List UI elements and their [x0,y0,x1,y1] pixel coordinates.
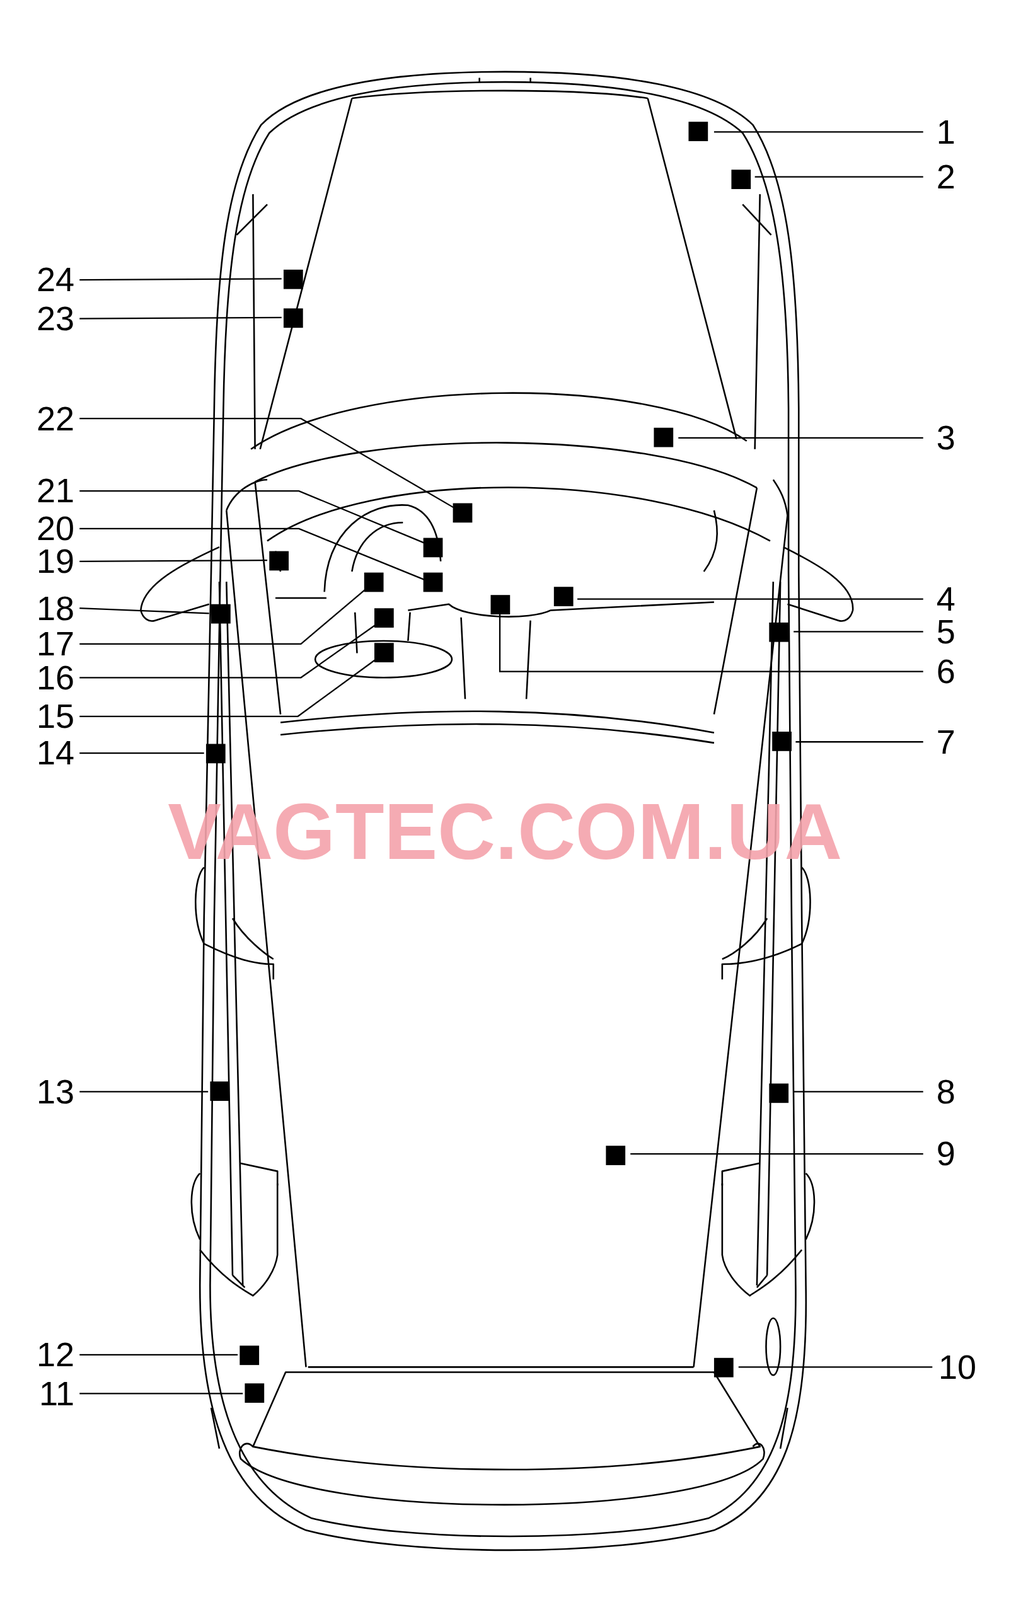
callout-number: 23 [36,301,75,336]
watermark: VAGTEC.COM.UA [167,791,843,872]
callout-number: 9 [936,1136,956,1171]
callout-number: 16 [36,660,75,695]
callout-number: 3 [936,420,956,455]
callout-number: 21 [36,473,75,508]
callout-number: 2 [936,159,956,194]
callout-number: 11 [39,1376,75,1411]
callout-number: 1 [936,114,956,149]
callout-number: 24 [36,262,75,297]
callout-number: 18 [36,591,75,626]
callout-number: 4 [936,581,956,616]
callout-number: 6 [936,654,956,689]
callout-number: 22 [36,401,75,436]
callout-number: 5 [936,614,956,649]
callout-number: 20 [36,511,75,546]
callout-number: 12 [36,1337,75,1372]
callout-number: 14 [36,735,75,770]
callout-number: 7 [936,724,956,759]
callout-number: 19 [36,543,75,578]
callout-number: 15 [36,698,75,734]
callout-number: 17 [36,626,75,661]
callout-number: 10 [938,1350,977,1385]
callout-number: 13 [36,1074,75,1109]
callout-number: 8 [936,1074,956,1109]
